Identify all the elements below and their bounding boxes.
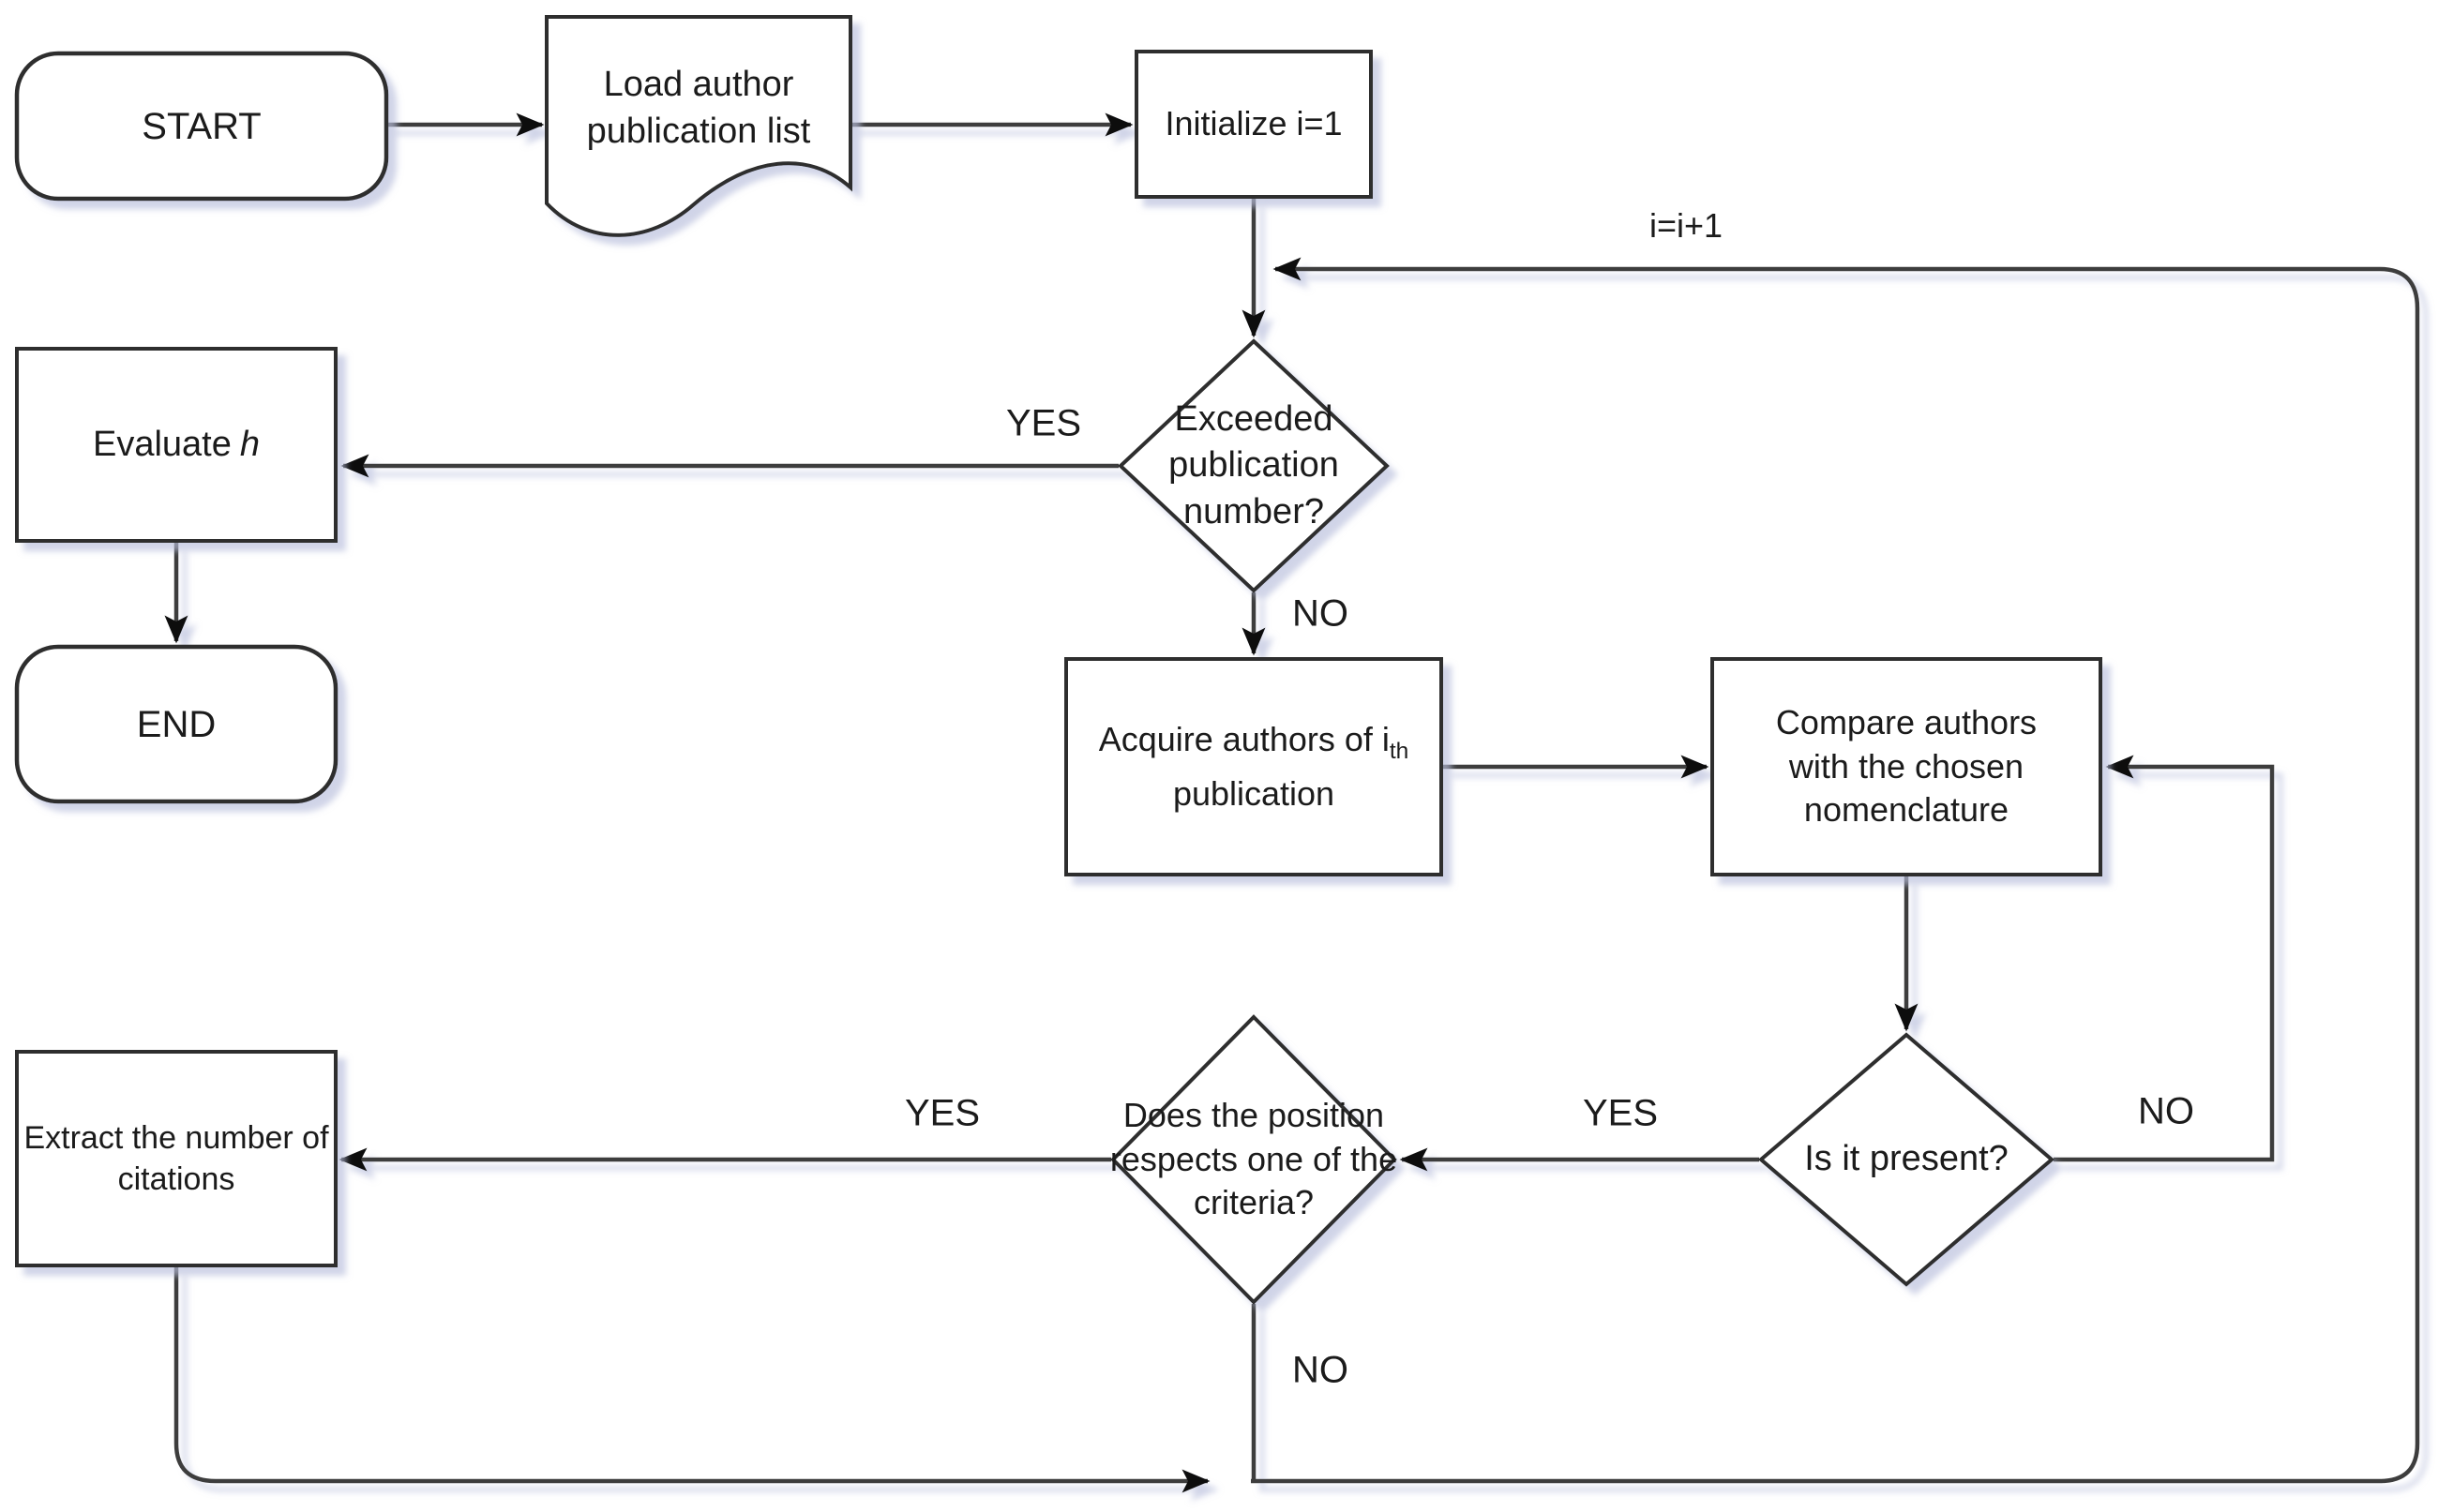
exceeded-decision-shape	[1118, 338, 1390, 593]
position-decision-shape	[1110, 1014, 1397, 1305]
node-shapes	[14, 15, 2102, 1305]
compare-process-shape	[1710, 657, 2102, 876]
present-decision-shape	[1757, 1032, 2055, 1287]
evaluate-process-shape	[15, 347, 338, 543]
connector-lines	[164, 112, 2420, 1493]
load-document-shape	[545, 15, 852, 237]
end-terminator-shape	[14, 644, 339, 804]
edge-extract-to-merge	[173, 1267, 1211, 1493]
edge-present-no-loop	[2054, 755, 2275, 1162]
init-process-shape	[1135, 50, 1373, 199]
extract-process-shape	[15, 1050, 338, 1267]
start-terminator-shape	[14, 51, 389, 202]
acquire-process-shape	[1064, 657, 1443, 876]
edge-increment-loop	[1251, 257, 2420, 1484]
